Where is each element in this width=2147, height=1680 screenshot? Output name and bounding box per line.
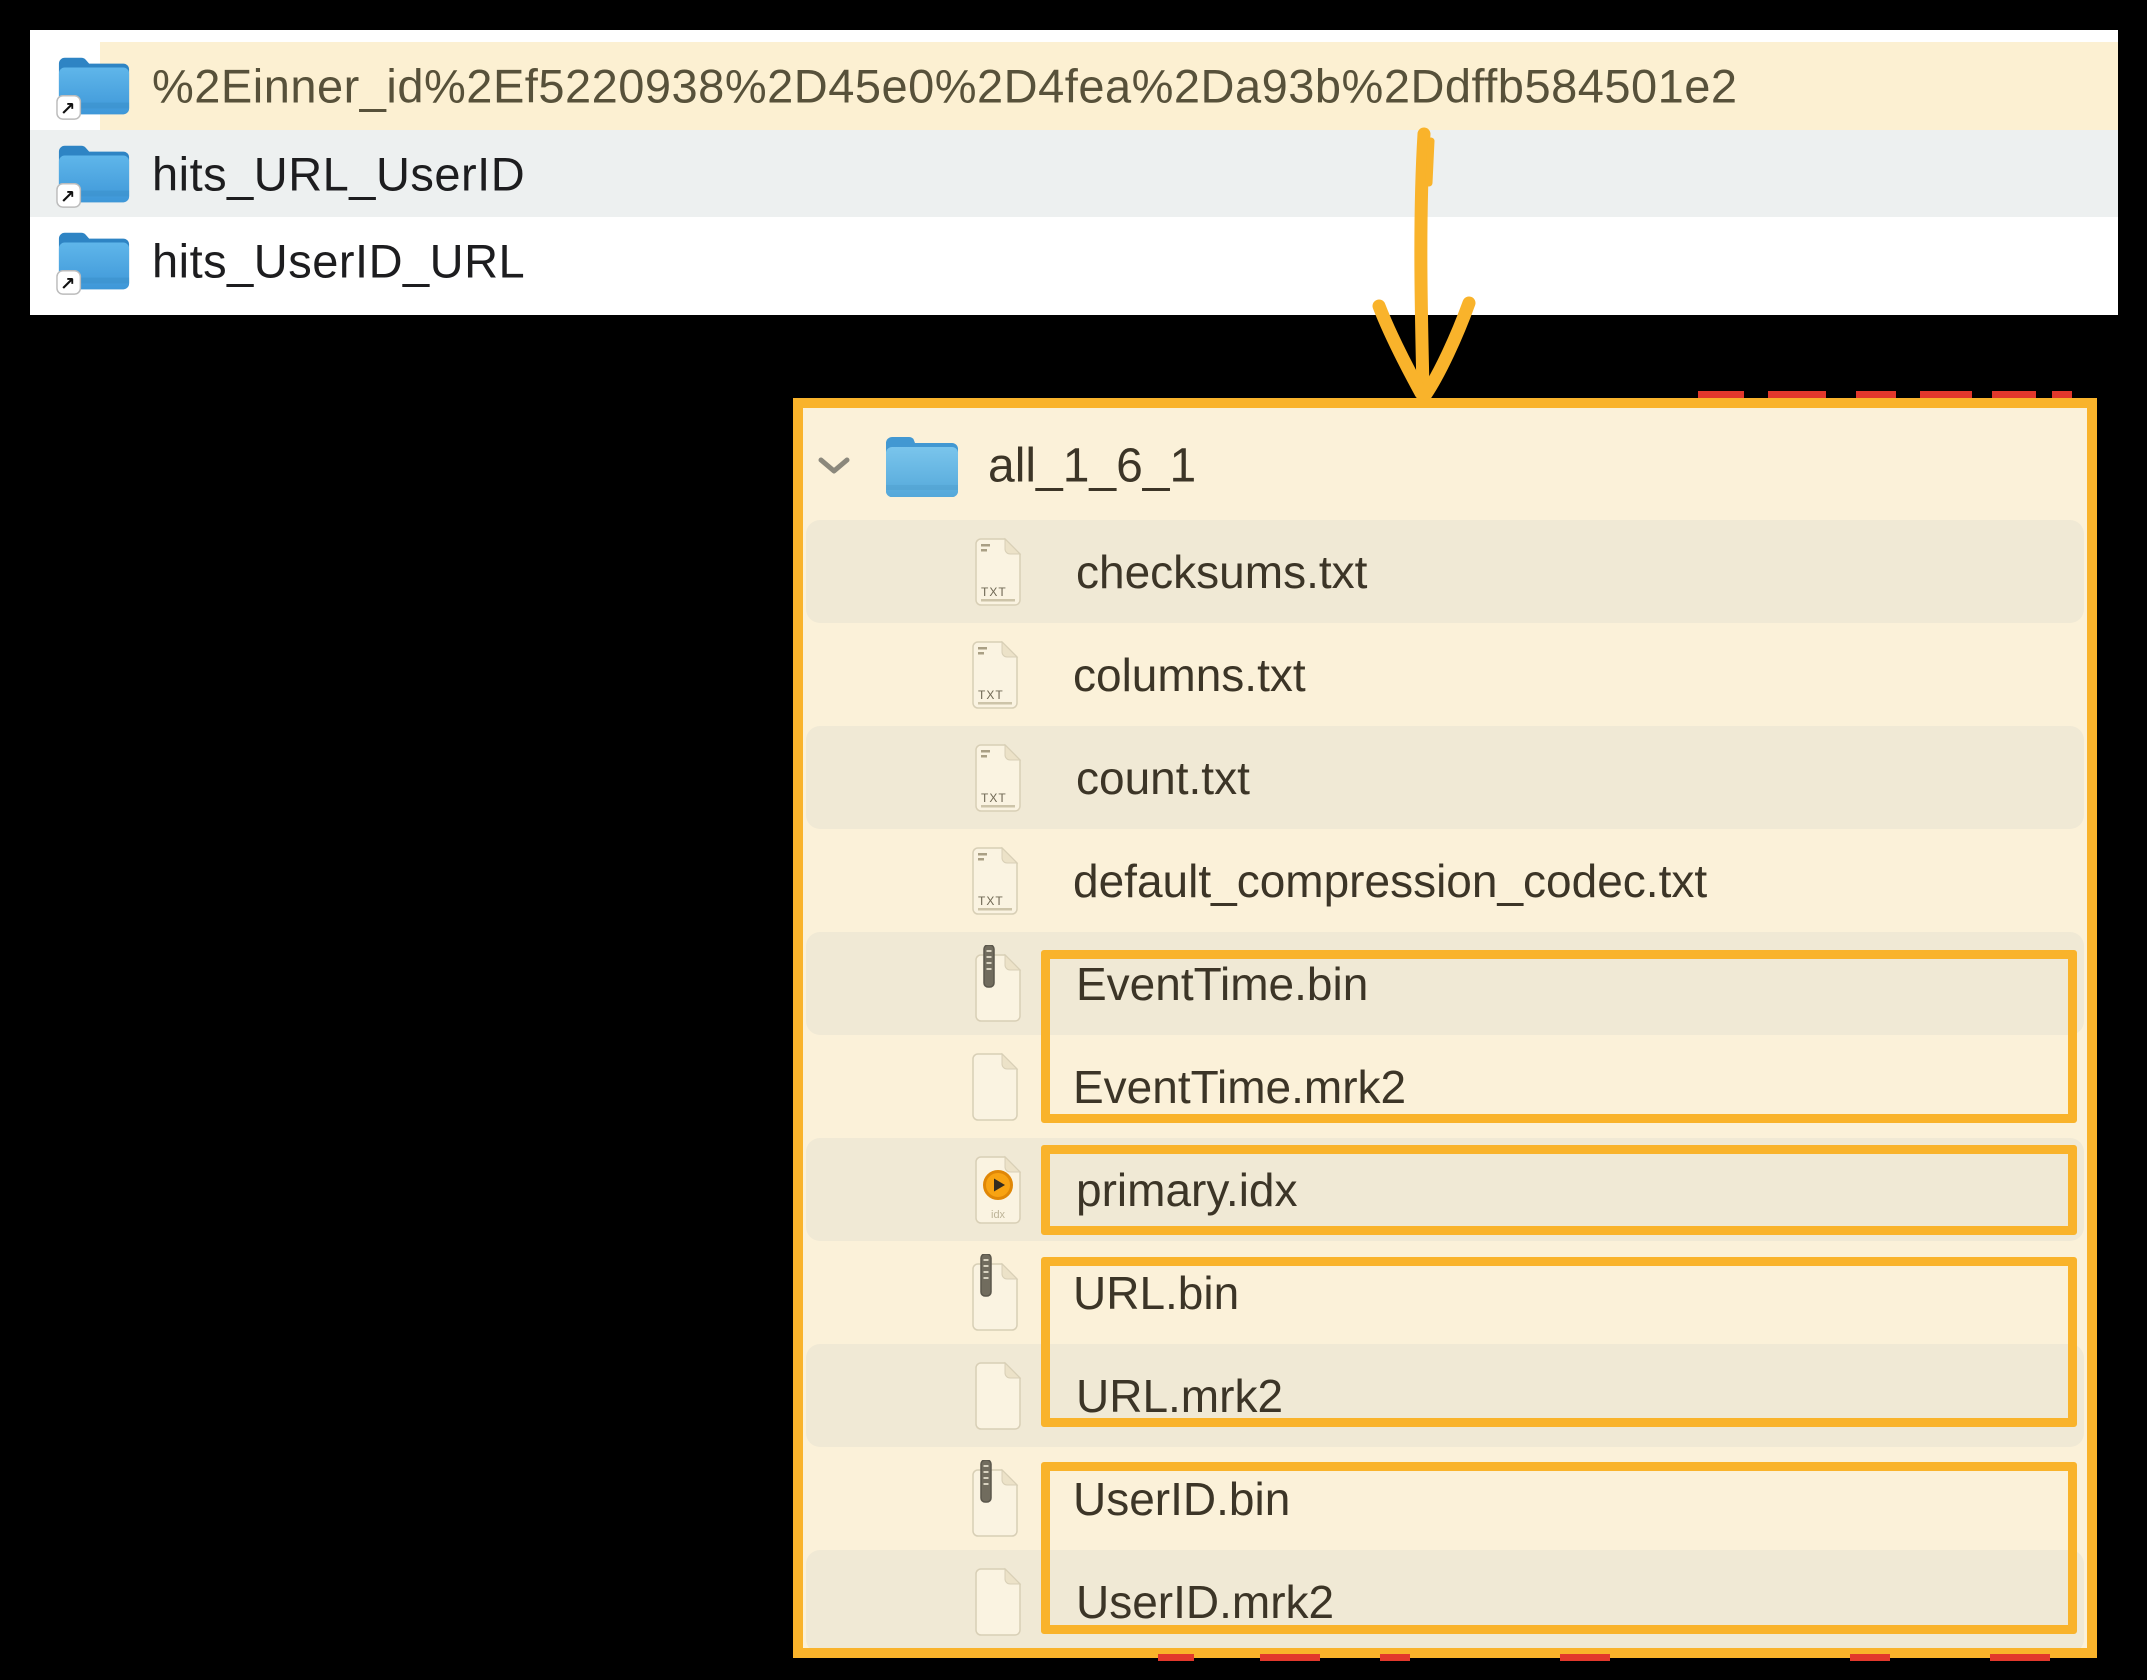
part-contents-panel: all_1_6_1 TXT checksums.txt TXT columns.… bbox=[793, 398, 2097, 1658]
folder-alias-icon: ↗ bbox=[56, 139, 132, 209]
folder-name: all_1_6_1 bbox=[988, 439, 1197, 493]
svg-text:↗: ↗ bbox=[60, 187, 76, 208]
red-dash bbox=[1260, 1654, 1320, 1661]
txt-file-icon: TXT bbox=[968, 846, 1022, 916]
finder-row[interactable]: ↗ hits_URL_UserID bbox=[30, 130, 2118, 217]
file-name: EventTime.bin bbox=[1076, 957, 1369, 1010]
bin-file-icon bbox=[968, 1252, 1022, 1332]
annotation-box-url bbox=[1041, 1257, 2077, 1427]
mrk2-file-icon bbox=[971, 1567, 1025, 1637]
idx-file-icon: idx bbox=[971, 1155, 1025, 1225]
mrk2-file-icon bbox=[971, 1361, 1025, 1431]
txt-file-icon: TXT bbox=[968, 640, 1022, 710]
folder-alias-icon: ↗ bbox=[56, 51, 132, 121]
tree-file-row[interactable]: EventTime.bin bbox=[806, 932, 2084, 1035]
tree-file-row[interactable]: EventTime.mrk2 bbox=[803, 1035, 2087, 1138]
red-dash bbox=[1992, 391, 2036, 398]
svg-text:↗: ↗ bbox=[60, 274, 76, 295]
red-dash bbox=[1158, 1654, 1194, 1661]
red-dash bbox=[1990, 1654, 2050, 1661]
tree-file-row[interactable]: TXT checksums.txt bbox=[806, 520, 2084, 623]
file-name: count.txt bbox=[1076, 751, 1250, 804]
tree-file-row[interactable]: URL.bin bbox=[803, 1241, 2087, 1344]
file-name: UserID.bin bbox=[1073, 1472, 1291, 1525]
folder-alias-icon: ↗ bbox=[56, 226, 132, 296]
tree-folder-row[interactable]: all_1_6_1 bbox=[803, 412, 2087, 520]
tree-file-row[interactable]: idx primary.idx bbox=[806, 1138, 2084, 1241]
annotation-box-primary-idx bbox=[1041, 1145, 2077, 1235]
chevron-down-icon[interactable] bbox=[817, 456, 851, 476]
file-name: %2Einner_id%2Ef5220938%2D45e0%2D4fea%2Da… bbox=[152, 59, 1738, 113]
bin-file-icon bbox=[968, 1458, 1022, 1538]
svg-text:TXT: TXT bbox=[981, 791, 1007, 805]
annotation-box-eventtime bbox=[1041, 950, 2077, 1123]
svg-text:idx: idx bbox=[991, 1209, 1006, 1221]
folder-icon bbox=[883, 433, 961, 499]
svg-text:TXT: TXT bbox=[978, 894, 1004, 908]
txt-file-icon: TXT bbox=[971, 537, 1025, 607]
svg-text:↗: ↗ bbox=[60, 99, 76, 120]
bin-file-icon bbox=[971, 943, 1025, 1023]
svg-text:TXT: TXT bbox=[981, 585, 1007, 599]
file-name: EventTime.mrk2 bbox=[1073, 1060, 1407, 1113]
tree-file-row[interactable]: TXT count.txt bbox=[806, 726, 2084, 829]
red-dash bbox=[2052, 391, 2072, 398]
file-name: default_compression_codec.txt bbox=[1073, 854, 1708, 907]
red-dash bbox=[1768, 391, 1826, 398]
svg-text:TXT: TXT bbox=[978, 688, 1004, 702]
file-name: checksums.txt bbox=[1076, 545, 1368, 598]
finder-row[interactable]: ↗ %2Einner_id%2Ef5220938%2D45e0%2D4fea%2… bbox=[30, 42, 2118, 130]
red-dash bbox=[1380, 1654, 1410, 1661]
red-dash bbox=[1920, 391, 1972, 398]
file-name: hits_URL_UserID bbox=[152, 147, 526, 200]
finder-window-top: ↗ %2Einner_id%2Ef5220938%2D45e0%2D4fea%2… bbox=[30, 30, 2118, 315]
file-name: primary.idx bbox=[1076, 1163, 1298, 1216]
txt-file-icon: TXT bbox=[971, 743, 1025, 813]
red-dash bbox=[1856, 391, 1896, 398]
annotation-box-userid bbox=[1041, 1462, 2077, 1634]
mrk2-file-icon bbox=[968, 1052, 1022, 1122]
tree-file-row[interactable]: UserID.bin bbox=[803, 1447, 2087, 1550]
tree-file-row[interactable]: TXT default_compression_codec.txt bbox=[803, 829, 2087, 932]
tree-file-row[interactable]: URL.mrk2 bbox=[806, 1344, 2084, 1447]
file-name: UserID.mrk2 bbox=[1076, 1575, 1335, 1628]
red-dash bbox=[1698, 391, 1744, 398]
file-name: hits_UserID_URL bbox=[152, 234, 526, 287]
selected-name-highlight bbox=[100, 42, 2118, 130]
red-dash bbox=[1560, 1654, 1610, 1661]
file-name: columns.txt bbox=[1073, 648, 1306, 701]
file-name: URL.bin bbox=[1073, 1266, 1240, 1319]
red-dash bbox=[1850, 1654, 1890, 1661]
file-name: URL.mrk2 bbox=[1076, 1369, 1284, 1422]
tree-file-row[interactable]: TXT columns.txt bbox=[803, 623, 2087, 726]
finder-row[interactable]: ↗ hits_UserID_URL bbox=[30, 217, 2118, 304]
